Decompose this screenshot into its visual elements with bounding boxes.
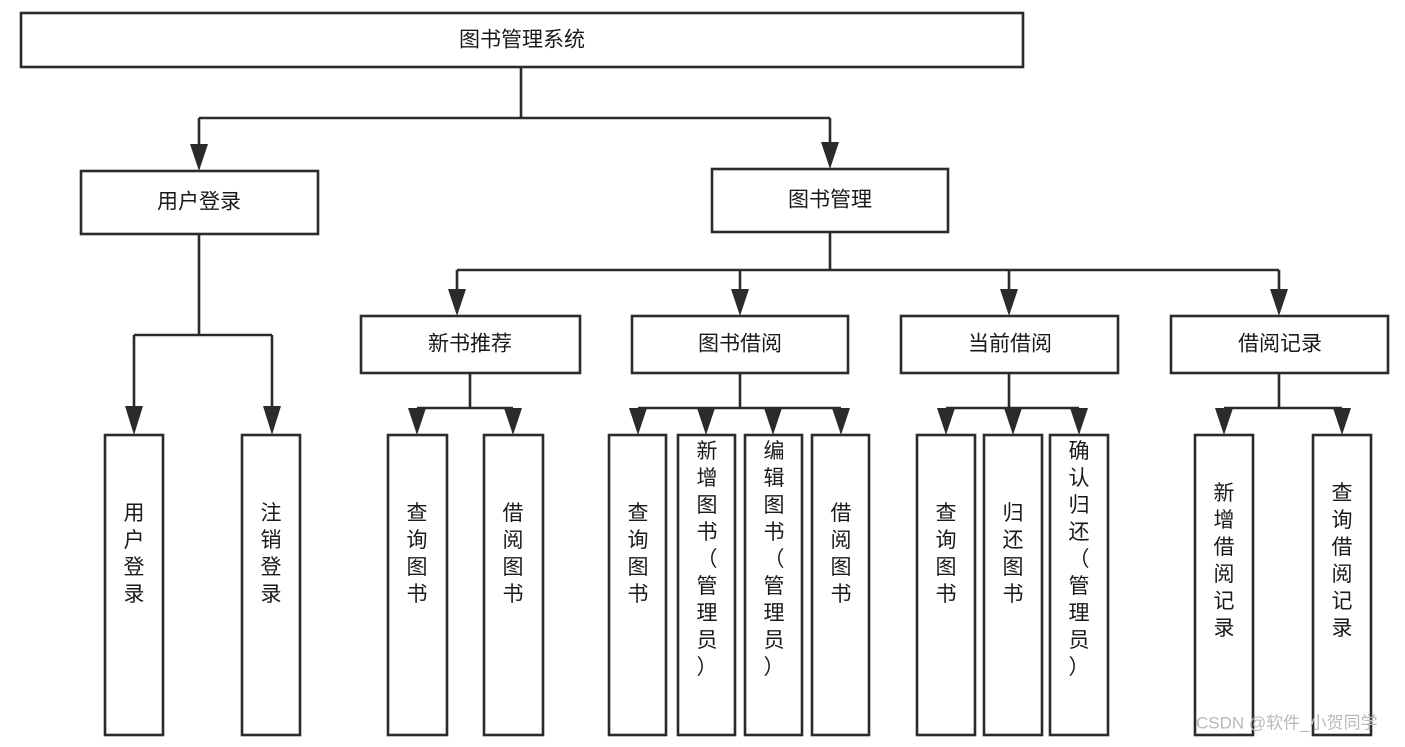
leaf-box-confirm-return-admin[interactable] <box>1048 433 1110 737</box>
arrow-head-icon <box>125 406 143 435</box>
node-label-book-borrow: 图书借阅 <box>698 333 782 356</box>
leaf-node-edit-book-admin[interactable]: 编辑图书（管理员） <box>743 433 804 737</box>
leaf-label-edit-book-admin: 编辑图书（管理员） <box>764 440 785 679</box>
node-box-book-borrow[interactable] <box>630 314 850 375</box>
connector-layer <box>125 67 1351 435</box>
leaf-box-add-borrow-record[interactable] <box>1193 433 1255 737</box>
leaf-label-query-book-borrow: 查询图书 <box>628 502 649 606</box>
leaf-box-borrow-book[interactable] <box>810 433 871 737</box>
leaf-node-borrow-book[interactable]: 借阅图书 <box>810 433 871 737</box>
arrow-head-icon <box>821 142 839 169</box>
node-label-root: 图书管理系统 <box>459 29 585 52</box>
leaf-box-return-book[interactable] <box>982 433 1044 737</box>
arrow-head-icon <box>263 406 281 435</box>
node-root-system[interactable]: 图书管理系统 <box>19 11 1025 69</box>
leaf-box-query-borrow-record[interactable] <box>1311 433 1373 737</box>
leaf-label-logout: 注销登录 <box>261 502 282 606</box>
arrow-head-icon <box>937 408 955 435</box>
node-box-root[interactable] <box>19 11 1025 69</box>
leaf-box-logout[interactable] <box>240 433 302 737</box>
leaf-label-confirm-return-admin: 确认归还（管理员） <box>1069 440 1090 679</box>
arrow-head-icon <box>697 408 715 435</box>
leaf-node-borrow-book-recommend[interactable]: 借阅图书 <box>482 433 545 737</box>
arrow-head-icon <box>731 289 749 316</box>
leaf-box-query-book-current[interactable] <box>915 433 977 737</box>
leaf-box-query-book-recommend[interactable] <box>386 433 449 737</box>
node-borrow-record[interactable]: 借阅记录 <box>1169 314 1390 375</box>
arrow-head-icon <box>408 408 426 435</box>
node-label-user-login: 用户登录 <box>157 191 241 214</box>
leaf-box-add-book-admin[interactable] <box>676 433 737 737</box>
csdn-watermark: CSDN @软件_小贺同学 <box>1196 713 1378 732</box>
arrow-head-icon <box>1000 289 1018 316</box>
arrow-head-icon <box>1215 408 1233 435</box>
leaf-label-query-book-current: 查询图书 <box>936 502 957 606</box>
arrow-head-icon <box>832 408 850 435</box>
leaf-label-add-book-admin: 新增图书（管理员） <box>697 440 718 679</box>
node-box-borrow-record[interactable] <box>1169 314 1390 375</box>
leaf-label-borrow-book: 借阅图书 <box>831 502 852 606</box>
leaf-node-user-login[interactable]: 用户登录 <box>103 433 165 737</box>
arrow-head-icon <box>448 289 466 316</box>
leaf-node-query-borrow-record[interactable]: 查询借阅记录 <box>1311 433 1373 737</box>
node-box-book-management[interactable] <box>710 167 950 234</box>
leaf-node-query-book-recommend[interactable]: 查询图书 <box>386 433 449 737</box>
leaf-node-confirm-return-admin[interactable]: 确认归还（管理员） <box>1048 433 1110 737</box>
leaf-label-return-book: 归还图书 <box>1003 502 1024 606</box>
leaf-node-add-borrow-record[interactable]: 新增借阅记录 <box>1193 433 1255 737</box>
node-label-current-borrow: 当前借阅 <box>968 333 1052 356</box>
leaf-node-query-book-current[interactable]: 查询图书 <box>915 433 977 737</box>
leaf-label-query-borrow-record: 查询借阅记录 <box>1332 482 1353 640</box>
leaf-label-user-login: 用户登录 <box>124 502 145 606</box>
leaf-box-edit-book-admin[interactable] <box>743 433 804 737</box>
leaf-node-logout[interactable]: 注销登录 <box>240 433 302 737</box>
node-book-management[interactable]: 图书管理 <box>710 167 950 234</box>
leaf-box-query-book-borrow[interactable] <box>607 433 668 737</box>
node-label-new-book-recommend: 新书推荐 <box>428 333 512 356</box>
leaf-box-user-login[interactable] <box>103 433 165 737</box>
arrow-head-icon <box>629 408 647 435</box>
leaf-box-borrow-book-recommend[interactable] <box>482 433 545 737</box>
node-box-user-login[interactable] <box>79 169 320 236</box>
node-new-book-recommend[interactable]: 新书推荐 <box>359 314 582 375</box>
arrow-head-icon <box>1270 289 1288 316</box>
arrow-head-icon <box>1004 408 1022 435</box>
leaf-node-add-book-admin[interactable]: 新增图书（管理员） <box>676 433 737 737</box>
arrow-head-icon <box>504 408 522 435</box>
arrow-head-icon <box>190 144 208 171</box>
node-current-borrow[interactable]: 当前借阅 <box>899 314 1120 375</box>
leaf-label-add-borrow-record: 新增借阅记录 <box>1214 482 1235 640</box>
arrow-head-icon <box>1333 408 1351 435</box>
node-box-new-book-recommend[interactable] <box>359 314 582 375</box>
leaf-label-query-book-recommend: 查询图书 <box>407 502 428 606</box>
arrow-head-icon <box>1070 408 1088 435</box>
leaf-label-borrow-book-recommend: 借阅图书 <box>503 502 524 606</box>
arrow-head-icon <box>764 408 782 435</box>
node-label-book-management: 图书管理 <box>788 189 872 212</box>
node-label-borrow-record: 借阅记录 <box>1238 333 1322 356</box>
node-user-login[interactable]: 用户登录 <box>79 169 320 236</box>
leaf-node-query-book-borrow[interactable]: 查询图书 <box>607 433 668 737</box>
node-box-current-borrow[interactable] <box>899 314 1120 375</box>
leaf-node-return-book[interactable]: 归还图书 <box>982 433 1044 737</box>
node-book-borrow[interactable]: 图书借阅 <box>630 314 850 375</box>
